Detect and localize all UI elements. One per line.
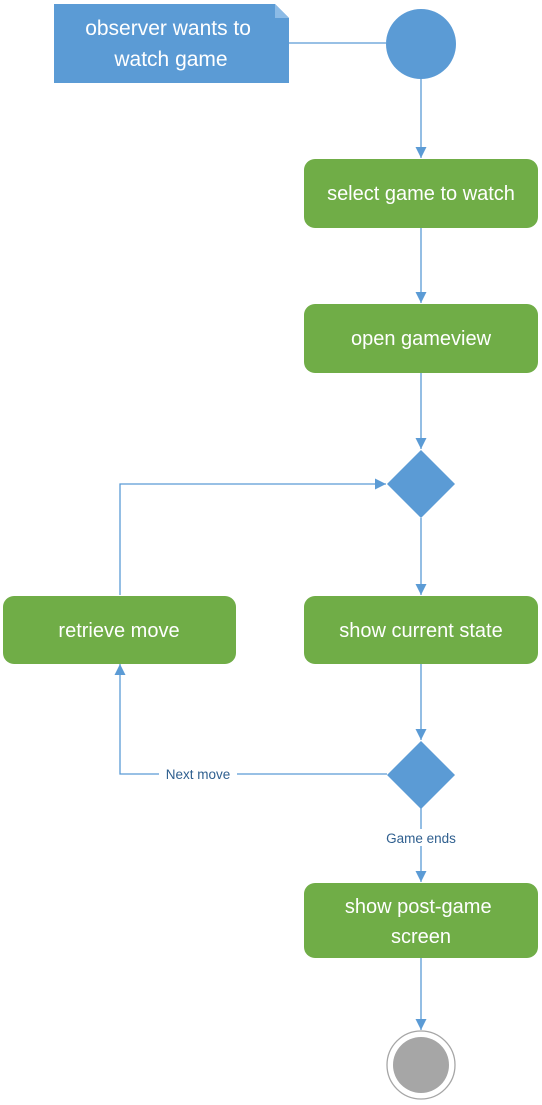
action-open-gameview-label: open gameview [351, 328, 492, 350]
next-move-label: Next move [166, 767, 231, 782]
action-show-post-game-box [304, 883, 538, 958]
action-select-game-label: select game to watch [327, 183, 515, 205]
game-ends-label-bg [382, 829, 461, 846]
action-select-game-box [304, 159, 538, 228]
decision-node [387, 741, 455, 809]
svg-text:observer wants to watch: observer wants to watch game [85, 17, 257, 71]
action-retrieve-move-box [3, 596, 236, 664]
note-line-1: observer wants to [85, 17, 251, 40]
action-show-post-game: show post-game screen [304, 883, 538, 958]
next-move-label-bg [159, 766, 237, 783]
svg-text:select game to watch: select game to watch [327, 183, 515, 205]
svg-text:show post-game screen: show post-game screen [345, 896, 497, 948]
svg-text:retrieve move: retrieve move [58, 620, 179, 642]
note: observer wants to watch game [54, 4, 289, 83]
game-ends-label: Game ends [386, 831, 456, 846]
action-select-game: select game to watch [304, 159, 538, 228]
svg-text:show current state: show current state [339, 620, 502, 642]
note-fold [275, 4, 289, 18]
initial-node [386, 9, 456, 79]
action-show-post-game-line-2: screen [391, 926, 451, 948]
action-show-current-state-label: show current state [339, 620, 502, 642]
final-node-core [393, 1037, 449, 1093]
action-retrieve-move-label: retrieve move [58, 620, 179, 642]
action-open-gameview-box [304, 304, 538, 373]
flow-next-move [114, 664, 387, 775]
svg-text:open gameview: open gameview [351, 328, 492, 350]
note-line-2: watch game [113, 48, 227, 71]
action-retrieve-move: retrieve move [3, 596, 236, 664]
action-show-current-state-box [304, 596, 538, 664]
note-shape [54, 4, 289, 83]
flow-retrieve-to-merge [119, 478, 386, 595]
action-open-gameview: open gameview [304, 304, 538, 373]
action-show-post-game-line-1: show post-game [345, 896, 492, 918]
final-node [386, 1030, 456, 1100]
connectors [114, 42, 427, 1030]
action-show-current-state: show current state [304, 596, 538, 664]
merge-node [387, 450, 455, 518]
